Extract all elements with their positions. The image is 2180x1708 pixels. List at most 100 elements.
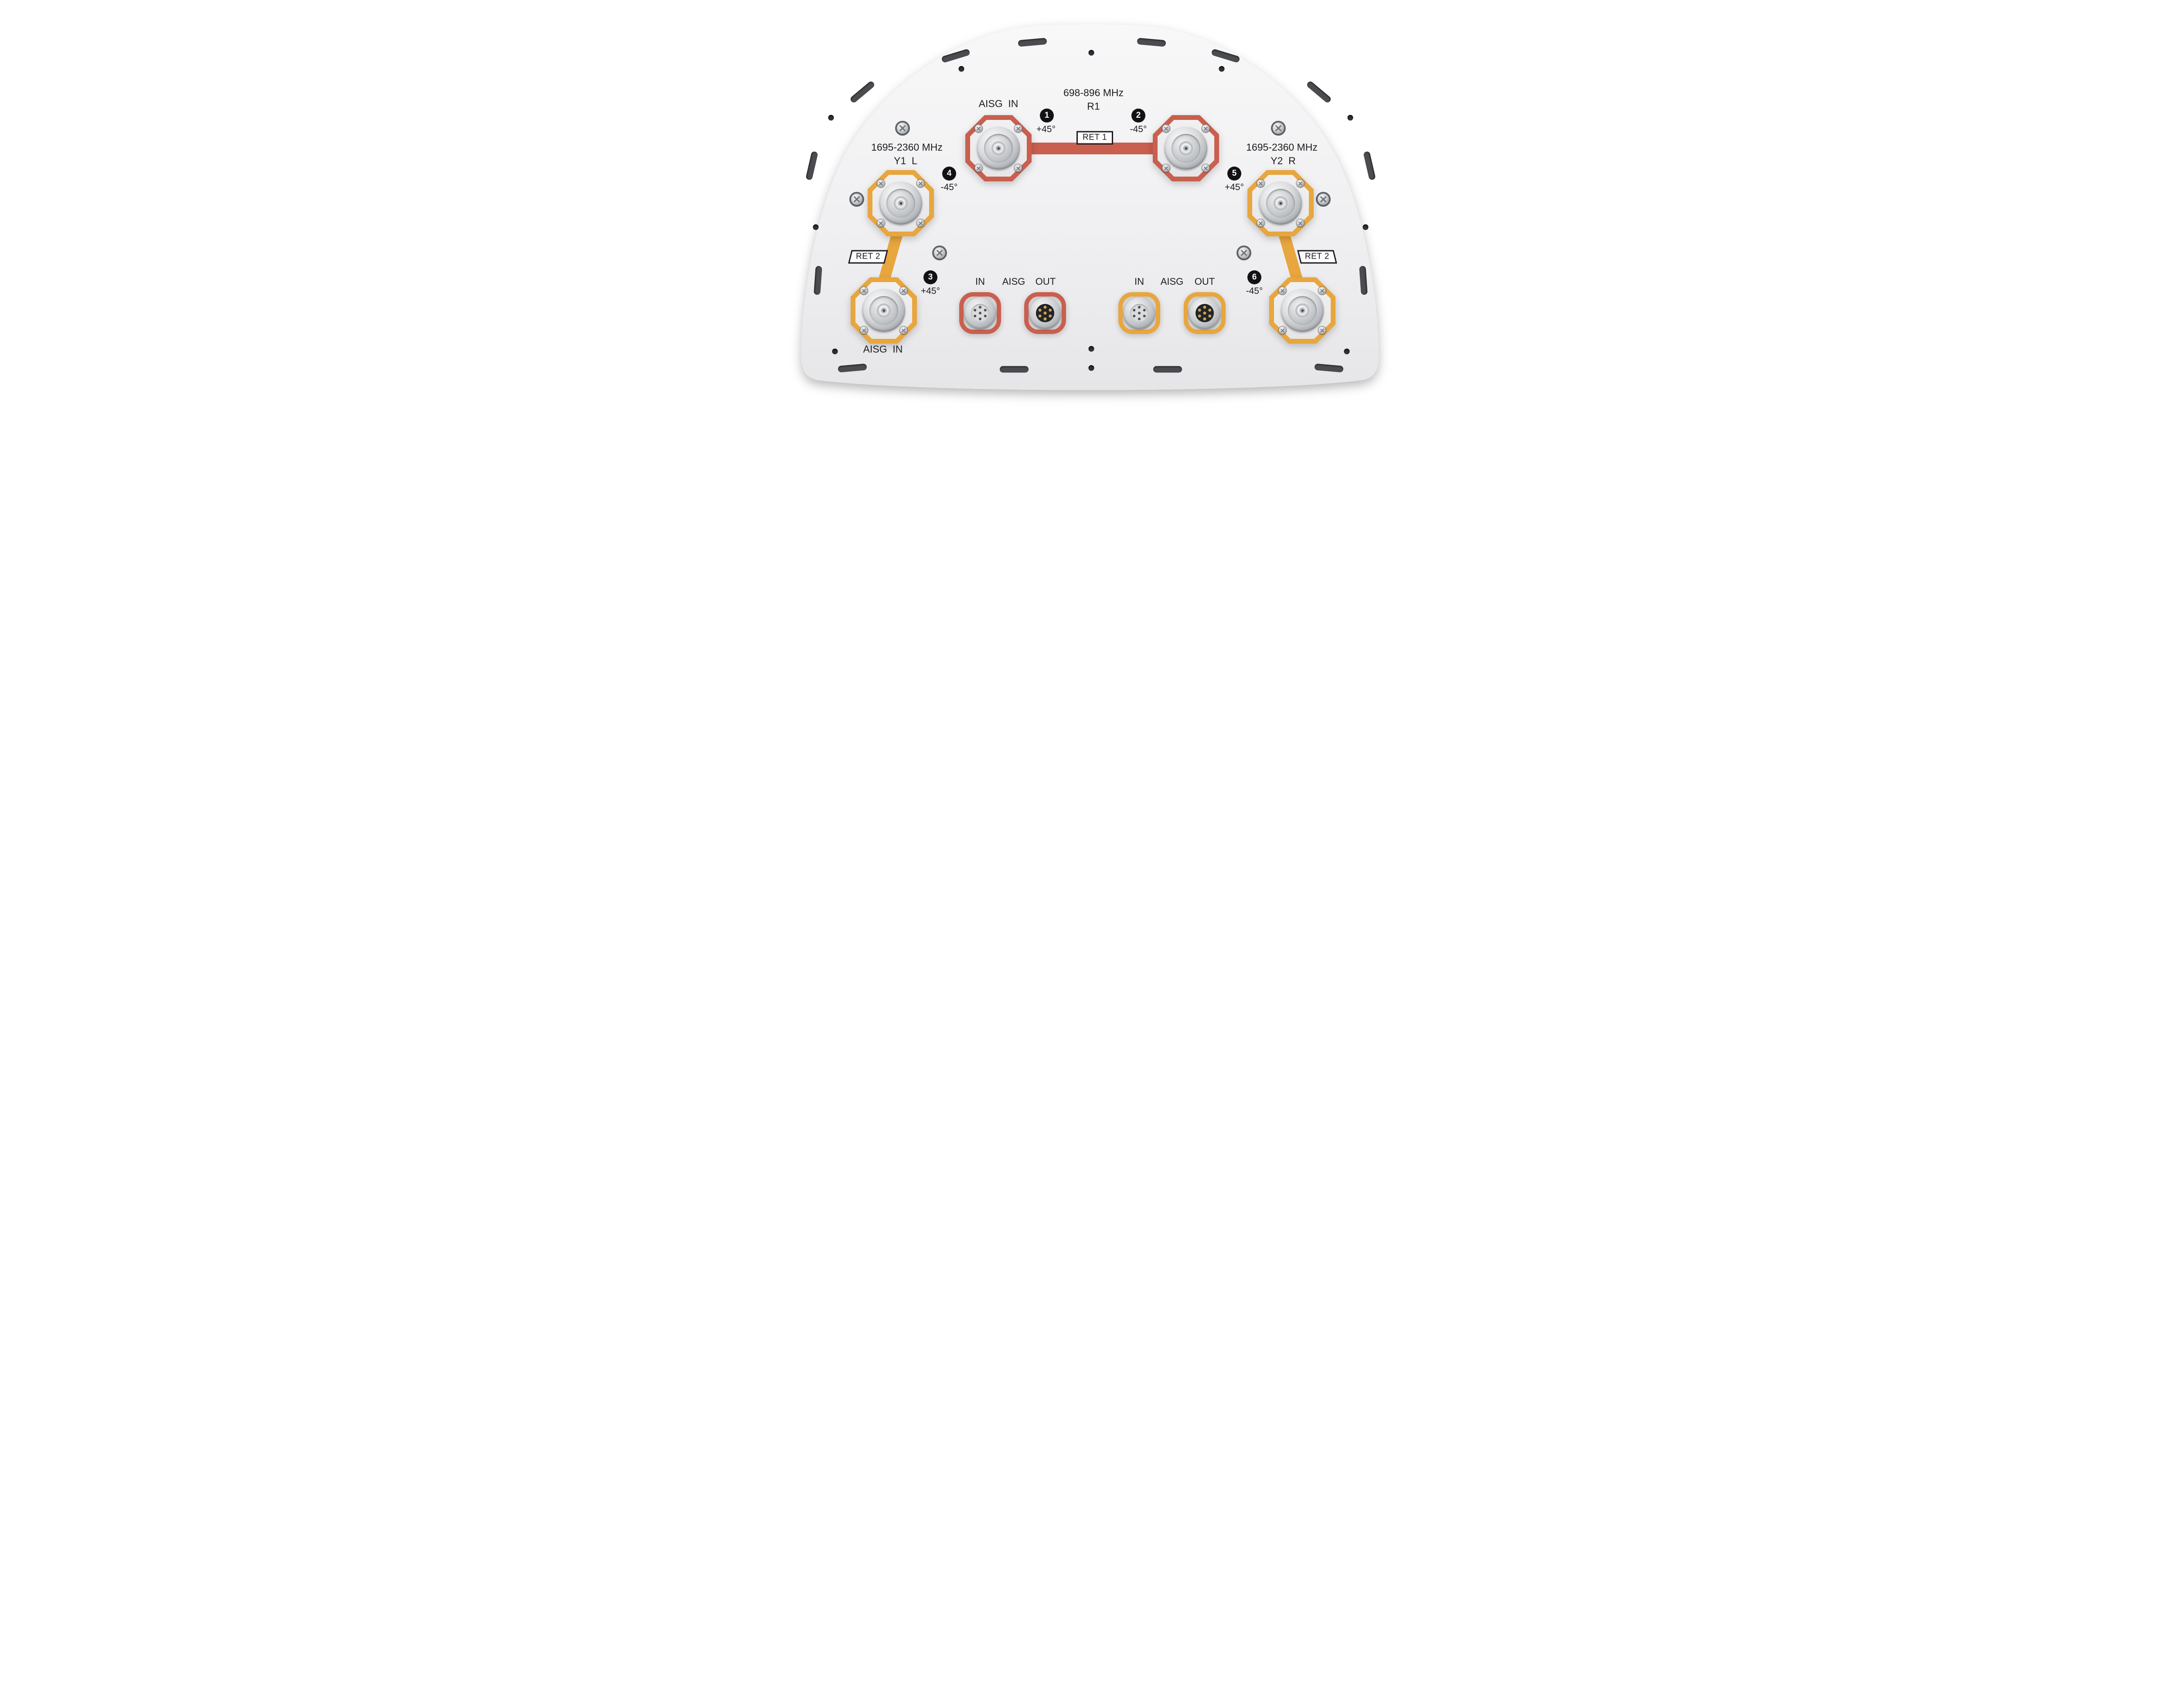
flange-screw — [860, 327, 868, 334]
aisg-in-connector-right — [1118, 292, 1160, 334]
panel-screw — [1273, 123, 1284, 134]
aisg-out-connector-right — [1184, 292, 1226, 334]
connector-barrel — [879, 182, 922, 225]
flange-screw — [1297, 180, 1304, 187]
flange-screw — [917, 180, 924, 187]
port-3-badge: 3 — [923, 270, 937, 284]
flange-screw — [1202, 164, 1209, 172]
flange-screw — [1257, 219, 1264, 227]
panel-silhouette — [801, 24, 1379, 390]
flange-screw — [1162, 125, 1170, 132]
aisg-in-connector-left — [959, 292, 1001, 334]
drain-hole — [1088, 346, 1094, 352]
connector-barrel — [1259, 182, 1302, 225]
ret1-label: RET 1 — [1076, 131, 1114, 145]
flange-screw — [1279, 327, 1286, 334]
aisg-right-out-label: OUT — [1194, 276, 1215, 287]
flange-screw — [1279, 287, 1286, 294]
connector-pin — [995, 145, 1001, 151]
aisg-left-out-label: OUT — [1035, 276, 1056, 287]
connector-face — [1196, 304, 1214, 322]
port-5-badge: 5 — [1227, 167, 1241, 181]
connector-face — [1036, 304, 1054, 322]
port-2-badge: 2 — [1131, 109, 1145, 123]
ret2-left-label: RET 2 — [848, 250, 888, 264]
port-4-angle: -45° — [940, 182, 958, 192]
ret1-link-band — [1022, 143, 1171, 154]
flange-screw — [900, 327, 907, 334]
port-5-angle: +45° — [1224, 182, 1244, 192]
ret2-right-label: RET 2 — [1297, 250, 1337, 264]
flange-screw — [1297, 219, 1304, 227]
flange-screw — [1318, 287, 1326, 294]
drain-hole — [1219, 66, 1225, 72]
connector-outline — [1118, 292, 1160, 334]
aisg-left-label: AISG — [1002, 276, 1025, 287]
connector-face — [1130, 304, 1148, 322]
drain-hole — [1088, 365, 1094, 371]
flange-screw — [860, 287, 868, 294]
flange-screw — [1015, 125, 1022, 132]
top-band-label: R1 — [1087, 100, 1100, 112]
connector-barrel — [1165, 127, 1207, 170]
port-1-angle: +45° — [1036, 124, 1056, 134]
port-1-badge: 1 — [1040, 109, 1054, 123]
connector-face — [971, 304, 989, 322]
connector-barrel — [977, 127, 1020, 170]
aisg-left-in-label: IN — [975, 276, 985, 287]
rf-connector-port2 — [1153, 115, 1219, 181]
connector-pin — [1299, 307, 1305, 314]
aisg-right-in-label: IN — [1134, 276, 1144, 287]
rf-connector-port3 — [851, 277, 917, 344]
connector-pin — [1277, 200, 1284, 206]
rf-connector-port6 — [1269, 277, 1335, 344]
flange-screw — [975, 164, 982, 172]
drain-hole — [1347, 115, 1353, 121]
flange-screw — [1257, 180, 1264, 187]
drain-hole — [1088, 50, 1094, 56]
drain-hole — [813, 224, 819, 230]
port-3-angle: +45° — [920, 286, 940, 296]
drain-hole — [828, 115, 834, 121]
rf-connector-y1 — [868, 170, 934, 236]
connector-outline — [1024, 292, 1066, 334]
right-frequency-label: 1695-2360 MHz — [1246, 141, 1318, 153]
port-2-angle: -45° — [1130, 124, 1147, 134]
aisg-out-connector-left — [1024, 292, 1066, 334]
panel-screw — [934, 247, 945, 259]
port-6-angle: -45° — [1246, 286, 1263, 296]
panel-screw — [1318, 194, 1329, 205]
connector-outline — [959, 292, 1001, 334]
drain-hole — [1344, 348, 1350, 355]
flange-screw — [900, 287, 907, 294]
flange-screw — [877, 180, 885, 187]
connector-barrel — [1281, 289, 1324, 332]
vent-slot — [1153, 366, 1182, 373]
flange-screw — [1202, 125, 1209, 132]
port-4-badge: 4 — [942, 167, 956, 181]
panel-screw — [897, 123, 908, 134]
connector-pin — [881, 307, 887, 314]
flange-screw — [1318, 327, 1326, 334]
flange-screw — [877, 219, 885, 227]
connector-pin — [1183, 145, 1189, 151]
aisg-in-bottom-label: AISG IN — [863, 343, 903, 355]
connector-pin — [898, 200, 904, 206]
connector-outline — [1184, 292, 1226, 334]
aisg-in-top-label: AISG IN — [978, 98, 1018, 109]
drain-hole — [832, 348, 838, 355]
panel-screw — [1238, 247, 1250, 259]
port-6-badge: 6 — [1247, 270, 1261, 284]
right-band-label: Y2 R — [1271, 155, 1296, 167]
drain-hole — [1362, 224, 1369, 230]
connector-barrel — [862, 289, 905, 332]
rf-connector-port1 — [965, 115, 1032, 181]
vent-slot — [1000, 366, 1029, 373]
left-band-label: Y1 L — [894, 155, 917, 167]
left-frequency-label: 1695-2360 MHz — [871, 141, 943, 153]
drain-hole — [958, 66, 964, 72]
flange-screw — [1015, 164, 1022, 172]
panel-screw — [851, 194, 862, 205]
antenna-port-panel: RET 1 RET 2 RET 2 698-896 MHz R1 AISG IN… — [752, 0, 1428, 419]
aisg-right-label: AISG — [1160, 276, 1184, 287]
